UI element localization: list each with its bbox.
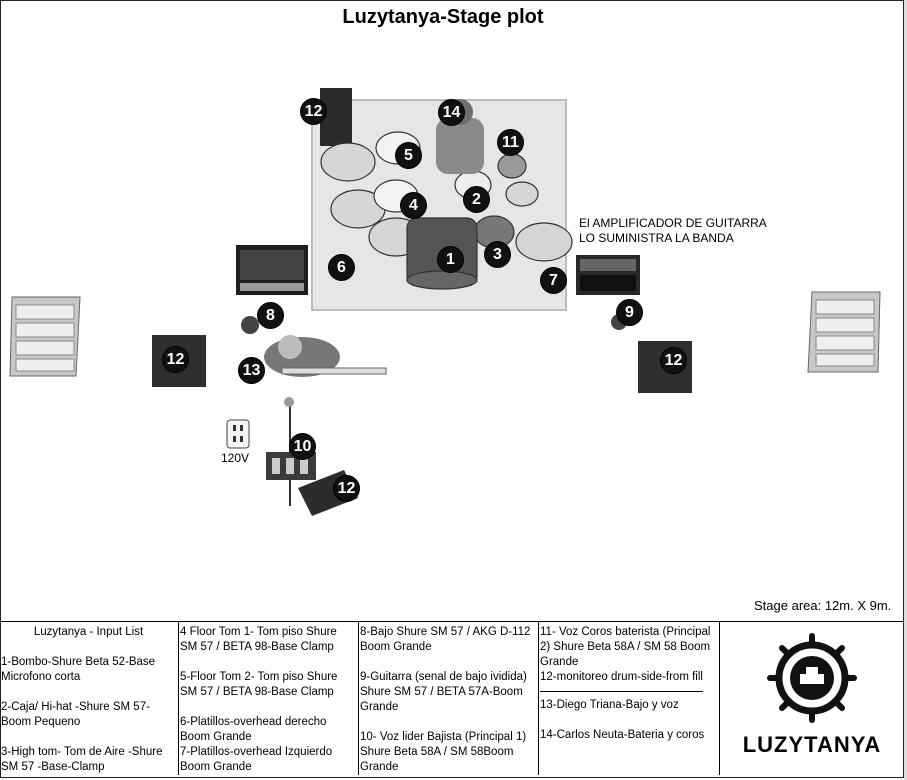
page-title: Luzytanya-Stage plot <box>342 6 544 28</box>
input-list-column-2: 4 Floor Tom 1- Tom piso Shure SM 57 / BE… <box>179 622 359 775</box>
marker-1: 1 <box>437 246 464 273</box>
side-fill-right <box>807 291 881 373</box>
marker-4: 4 <box>400 192 427 219</box>
stage-plot-drawing <box>9 88 881 516</box>
logo-wordmark: LUZYTANYA <box>742 732 882 757</box>
input-item-6: 6-Platillos-overhead derecho Boom Grande <box>180 716 327 743</box>
drum-kit <box>320 131 573 290</box>
input-item-4: 4 Floor Tom 1- Tom piso Shure SM 57 / BE… <box>180 626 337 653</box>
input-item-9: 9-Guitarra (senal de bajo ividida) Shure… <box>360 671 527 713</box>
input-item-8: 8-Bajo Shure SM 57 / AKG D-112 Boom Gran… <box>360 626 531 653</box>
marker-3: 3 <box>484 241 511 268</box>
side-fill-left <box>9 296 81 377</box>
marker-14: 14 <box>438 99 465 126</box>
input-list-column-4: 11- Voz Coros baterista (Principal 2) Sh… <box>539 622 720 775</box>
scroll-edge <box>904 0 907 780</box>
marker-12-drum: 12 <box>300 98 327 125</box>
marker-13: 13 <box>238 357 265 384</box>
input-item-11: 11- Voz Coros baterista (Principal 2) Sh… <box>540 626 711 668</box>
guitar-amp-note-line2: LO SUMINISTRA LA BANDA <box>579 231 734 245</box>
bassist <box>264 335 387 377</box>
input-list-column-3: 8-Bajo Shure SM 57 / AKG D-112 Boom Gran… <box>359 622 539 775</box>
marker-12-left: 12 <box>162 346 189 373</box>
marker-7: 7 <box>540 267 567 294</box>
input-item-2: 2-Caja/ Hi-hat -Shure SM 57-Boom Pequeno <box>1 701 150 728</box>
outlet-voltage-label: 120V <box>221 451 250 465</box>
guitar-amp-note: El AMPLIFICADOR DE GUITARRA LO SUMINISTR… <box>579 216 779 246</box>
mic-bass-amp <box>241 316 259 334</box>
input-list-heading: Luzytanya - Input List <box>33 626 144 638</box>
marker-12-front: 12 <box>333 475 360 502</box>
input-list-table: Luzytanya - Input List 1-Bombo-Shure Bet… <box>0 621 904 777</box>
input-item-14: 14-Carlos Neuta-Bateria y coros <box>540 729 705 741</box>
input-item-5: 5-Floor Tom 2- Tom piso Shure SM 57 / BE… <box>180 671 338 698</box>
guitar-amp-note-line1: El AMPLIFICADOR DE GUITARRA <box>579 216 767 230</box>
marker-12-right: 12 <box>660 347 687 374</box>
marker-10: 10 <box>289 433 316 460</box>
band-logo: LUZYTANYA <box>720 622 904 775</box>
marker-5: 5 <box>395 142 422 169</box>
input-item-13: 13-Diego Triana-Bajo y voz <box>540 699 679 711</box>
power-outlet <box>226 419 250 449</box>
input-item-12: 12-monitoreo drum-side-from fill <box>540 671 703 683</box>
column-divider <box>540 691 703 692</box>
marker-9: 9 <box>616 299 643 326</box>
marker-11: 11 <box>497 129 524 156</box>
ship-wheel-icon <box>767 633 857 723</box>
input-item-7: 7-Platillos-overhead Izquierdo Boom Gran… <box>180 746 333 773</box>
input-item-3: 3-High tom- Tom de Aire -Shure SM 57 -Ba… <box>1 746 163 773</box>
marker-2: 2 <box>463 186 490 213</box>
marker-8: 8 <box>257 302 284 329</box>
input-item-1: 1-Bombo-Shure Beta 52-Base Microfono cor… <box>1 656 156 683</box>
input-list-column-1: Luzytanya - Input List 1-Bombo-Shure Bet… <box>0 622 179 775</box>
guitar-amp <box>576 255 640 295</box>
bass-amp <box>236 245 308 295</box>
stage-area-label: Stage area: 12m. X 9m. <box>754 598 892 613</box>
marker-6: 6 <box>328 254 355 281</box>
input-item-10: 10- Voz lider Bajista (Principal 1) Shur… <box>360 731 527 773</box>
